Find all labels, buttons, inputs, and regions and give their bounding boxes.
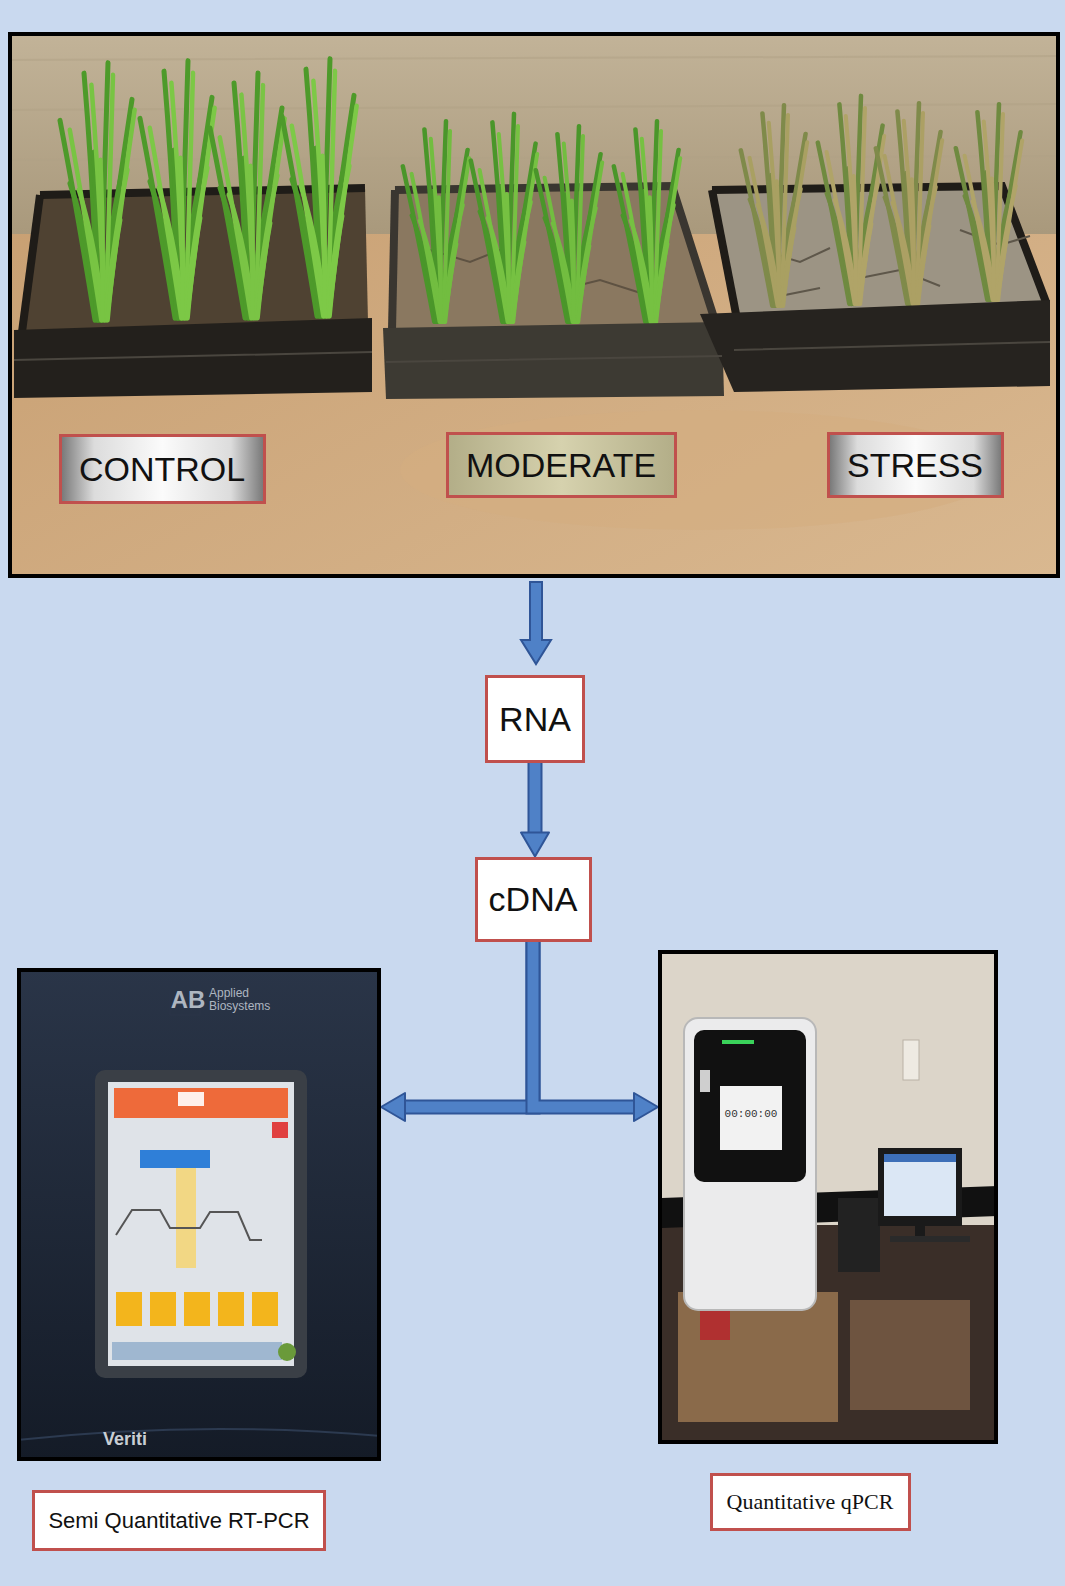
arrow-shaft: [405, 942, 533, 1108]
timer-display: 00:00:00: [725, 1108, 778, 1120]
logo-text: AB: [171, 987, 206, 1013]
flow-arrow: [381, 942, 533, 1122]
brand-text: Applied Biosystems: [209, 987, 291, 1013]
flow-arrow: [533, 942, 658, 1122]
node-text: MODERATE: [466, 446, 656, 485]
node-text: STRESS: [847, 446, 983, 485]
instrument-panel: Semi Quantitative RT-PCR: [17, 968, 381, 1461]
thermal-cycler-photo: [17, 968, 381, 1461]
arrow-shaft: [528, 763, 543, 833]
logo-text: AB: [171, 987, 206, 1013]
flow-arrow: [521, 582, 551, 664]
node-text: cDNA: [489, 880, 578, 919]
timer-display: 00:00:00: [725, 1108, 778, 1120]
condition-label: STRESS: [827, 432, 1004, 498]
arrow-shaft: [530, 763, 541, 833]
instrument-panel: Quantitative qPCR: [658, 950, 998, 1444]
brand-text: Applied Biosystems: [209, 987, 291, 1013]
model-text: Veriti: [103, 1430, 147, 1450]
arrow-shaft: [533, 942, 634, 1108]
model-text: Veriti: [103, 1430, 147, 1450]
qpcr-machine-photo: [658, 950, 998, 1444]
arrow-shaft: [405, 942, 533, 1108]
condition-label: MODERATE: [446, 432, 677, 498]
process-box: RNA: [485, 675, 585, 763]
flow-arrow: [521, 763, 549, 857]
arrow-head: [381, 1093, 405, 1121]
node-text: RNA: [499, 700, 571, 739]
field-photo: [10, 34, 1058, 576]
arrow-shaft: [533, 942, 634, 1108]
panel-caption: Semi Quantitative RT-PCR: [32, 1490, 326, 1551]
condition-label: CONTROL: [59, 434, 266, 504]
arrow-head: [521, 833, 549, 857]
node-text: CONTROL: [79, 450, 245, 489]
panel-caption: Quantitative qPCR: [710, 1473, 911, 1531]
arrow-head: [634, 1093, 658, 1121]
process-box: cDNA: [475, 857, 592, 942]
